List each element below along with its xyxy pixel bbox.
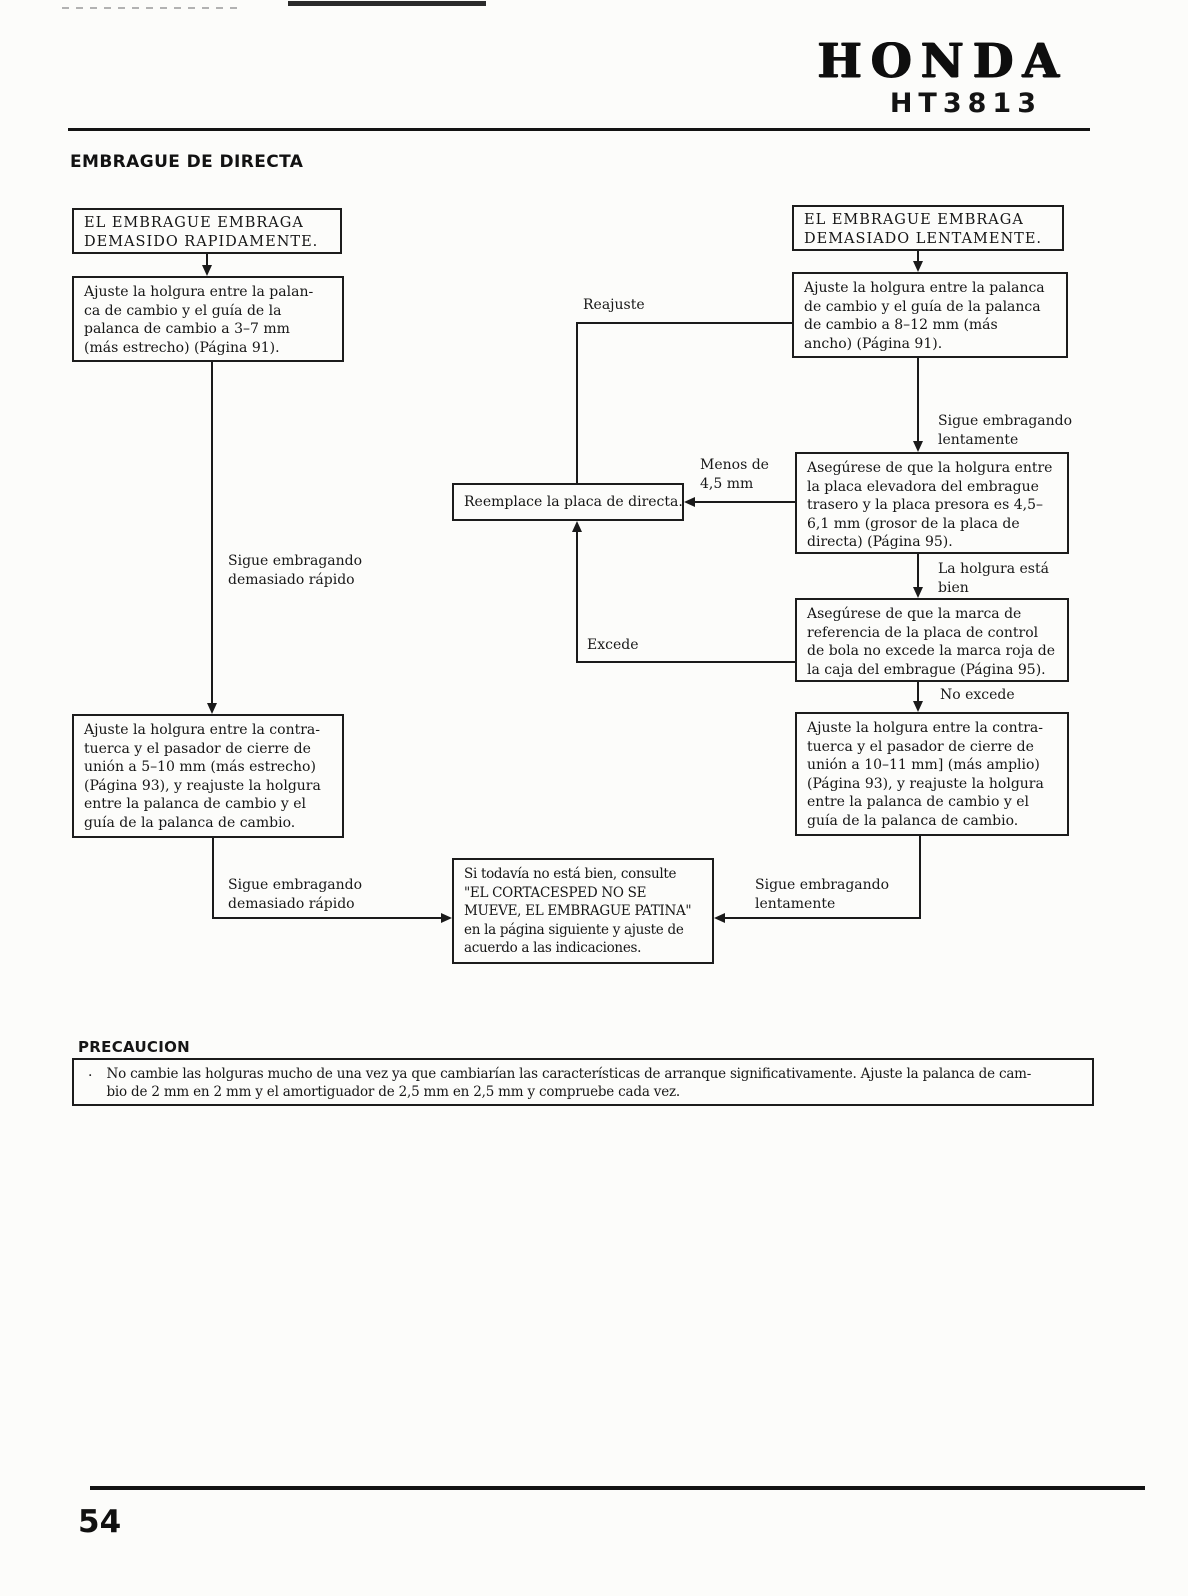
precaucion-heading: PRECAUCION bbox=[78, 1038, 191, 1056]
arrowhead-a1-a2 bbox=[202, 265, 212, 276]
box-ajuste-contratuerca-10-11mm: Ajuste la holgura entre la contra- tuerc… bbox=[795, 712, 1069, 836]
header-rule bbox=[68, 128, 1090, 131]
box-embraga-demasiado-lentamente: EL EMBRAGUE EMBRAGA DEMASIADO LENTAMENTE… bbox=[792, 205, 1064, 251]
scan-artifact-dashes bbox=[62, 7, 237, 9]
label-reajuste: Reajuste bbox=[583, 297, 645, 313]
arrowhead-menos-de bbox=[684, 497, 695, 507]
label-la-holgura-esta-bien: La holgura está bien bbox=[938, 561, 1049, 596]
arrowhead-b5-final bbox=[714, 913, 725, 923]
precaucion-bullet: · bbox=[88, 1068, 93, 1084]
label-no-excede: No excede bbox=[940, 687, 1015, 703]
precaucion-box: · No cambie las holguras mucho de una ve… bbox=[72, 1058, 1094, 1106]
box-asegurese-marca-referencia: Asegúrese de que la marca de referencia … bbox=[795, 598, 1069, 682]
label-sigue-embragando-lentamente-top: Sigue embragando lentamente bbox=[938, 413, 1073, 448]
box-ajuste-holgura-3-7mm: Ajuste la holgura entre la palan- ca de … bbox=[72, 276, 344, 362]
arrowhead-b1-b2 bbox=[913, 261, 923, 272]
box-ajuste-contratuerca-5-10mm: Ajuste la holgura entre la contra- tuerc… bbox=[72, 714, 344, 838]
box-embraga-demasiado-rapidamente: EL EMBRAGUE EMBRAGA DEMASIDO RAPIDAMENTE… bbox=[72, 208, 342, 254]
precaucion-text: No cambie las holguras mucho de una vez … bbox=[106, 1066, 1032, 1100]
page-title: EMBRAGUE DE DIRECTA bbox=[70, 152, 304, 172]
model-number: HT3813 bbox=[889, 88, 1042, 119]
box-reemplace-placa-directa: Reemplace la placa de directa. bbox=[452, 483, 684, 521]
arrowhead-a2-a3 bbox=[207, 703, 217, 714]
label-menos-de-4-5mm: Menos de 4,5 mm bbox=[700, 457, 769, 492]
box-asegurese-holgura-placa-elevadora: Asegúrese de que la holgura entre la pla… bbox=[795, 452, 1069, 554]
label-sigue-embragando-rapido-bottom: Sigue embragando demasiado rápido bbox=[228, 877, 363, 912]
box-si-todavia-no-esta-bien: Si todavía no está bien, consulte "EL CO… bbox=[452, 858, 714, 964]
label-sigue-embragando-lentamente-bottom: Sigue embragando lentamente bbox=[755, 877, 890, 912]
arrowhead-b3-b4 bbox=[913, 587, 923, 598]
page-number: 54 bbox=[78, 1504, 122, 1540]
box-ajuste-holgura-8-12mm: Ajuste la holgura entre la palanca de ca… bbox=[792, 272, 1068, 358]
arrowhead-b4-b5 bbox=[913, 701, 923, 712]
label-sigue-embragando-rapido-mid: Sigue embragando demasiado rápido bbox=[228, 553, 363, 588]
scan-artifact-bar bbox=[288, 1, 486, 6]
arrowhead-excede bbox=[572, 521, 582, 532]
arrowhead-b2-b3 bbox=[913, 441, 923, 452]
label-excede: Excede bbox=[587, 637, 639, 653]
arrowhead-a3-final bbox=[441, 913, 452, 923]
honda-logo: HONDA bbox=[817, 34, 1068, 89]
footer-rule bbox=[90, 1486, 1145, 1490]
